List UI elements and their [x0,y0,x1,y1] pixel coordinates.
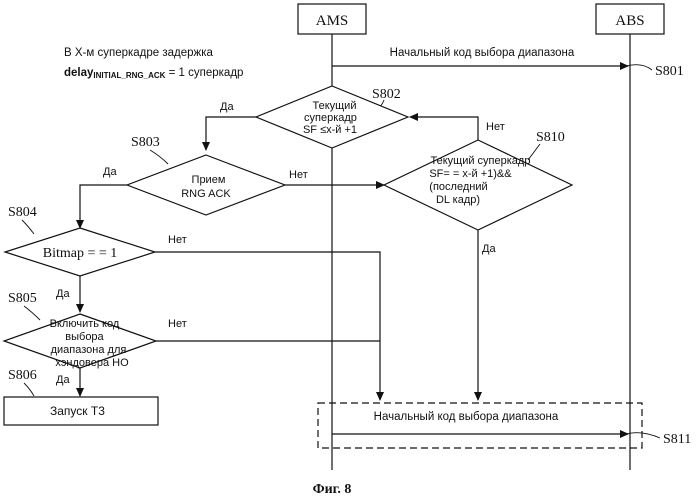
figure-caption: Фиг. 8 [313,482,352,497]
s803-text-1: Прием [192,174,226,186]
flow-s802-yes [206,117,256,150]
label-s810-yes: Да [482,243,496,255]
s806-text: Запуск Т3 [50,404,105,418]
s805-text-1: Включить код [50,318,120,330]
label-s803-no: Нет [289,169,308,181]
s805-text-2: выбора [65,331,104,343]
step-s811: S811 [663,432,691,447]
label-s805-yes: Да [56,374,70,386]
abs-entity: ABS [596,4,664,34]
delay-note: В Х-м суперкадре задержка delayINITIAL_R… [64,47,243,80]
s802-text-2: суперкадр [304,112,357,124]
initial-ranging-code-message-bottom: Начальный код выбора диапазона [318,403,642,448]
label-s804-yes: Да [56,288,70,300]
ams-entity: AMS [298,4,366,34]
step-s804: S804 [8,205,37,220]
decision-s805: Включить код выбора диапазона для хэндов… [4,314,156,369]
decision-s810: Текущий суперкадр SF= = х-й +1)&& (после… [384,140,572,230]
ams-label: AMS [316,13,349,29]
label-s802-yes: Да [220,101,234,113]
flow-s803-yes [80,185,127,228]
s805-text-3: диапазона для [51,344,127,356]
step-s805: S805 [8,291,37,306]
s802-text-3: SF ≤х-й +1 [303,124,357,136]
decision-s803: Прием RNG ACK [127,155,285,215]
initial-ranging-code-message-top: Начальный код выбора диапазона [332,47,628,66]
s810-text-2: SF= = х-й +1)&& [429,168,512,180]
label-s810-no: Нет [486,121,505,133]
message-bottom-label: Начальный код выбора диапазона [374,411,559,423]
step-s803: S803 [131,135,160,150]
step-s801: S801 [655,64,684,79]
process-s806: Запуск Т3 [4,397,158,425]
s806-leader [24,383,34,396]
step-s806: S806 [8,368,37,383]
step-s802: S802 [372,87,401,102]
s810-text-1: Текущий суперкадр [430,155,530,167]
s805-text-4: хэндовера НО [55,357,129,369]
label-s805-no: Нет [168,318,187,330]
s803-text-2: RNG ACK [181,188,231,200]
delay-note-line2: delayINITIAL_RNG_ACK = 1 суперкадр [64,67,243,80]
s803-leader [150,150,168,164]
s804-text: Bitmap = = 1 [43,246,118,261]
s802-text-1: Текущий [312,100,356,112]
flow-s804-no [155,252,380,400]
svg-text:Включить код выбора: Включить код выбора диапазона для хэндов… [50,318,130,369]
label-s803-yes: Да [103,166,117,178]
s811-leader [626,433,660,438]
step-s810: S810 [536,130,565,145]
abs-label: ABS [615,13,644,29]
s805-leader [24,306,40,320]
svg-text:Текущий суперкадр: Текущий суперкадр SF ≤х-й +1 [303,100,360,136]
delay-note-line1: В Х-м суперкадре задержка [64,47,214,59]
flow-s810-no [410,117,478,140]
message-top-label: Начальный код выбора диапазона [390,47,575,59]
decision-s804: Bitmap = = 1 [5,228,155,276]
s810-text-4: DL кадр) [436,194,480,206]
s810-text-3: (последний [429,181,487,193]
s804-leader [22,220,34,234]
label-s804-no: Нет [168,234,187,246]
